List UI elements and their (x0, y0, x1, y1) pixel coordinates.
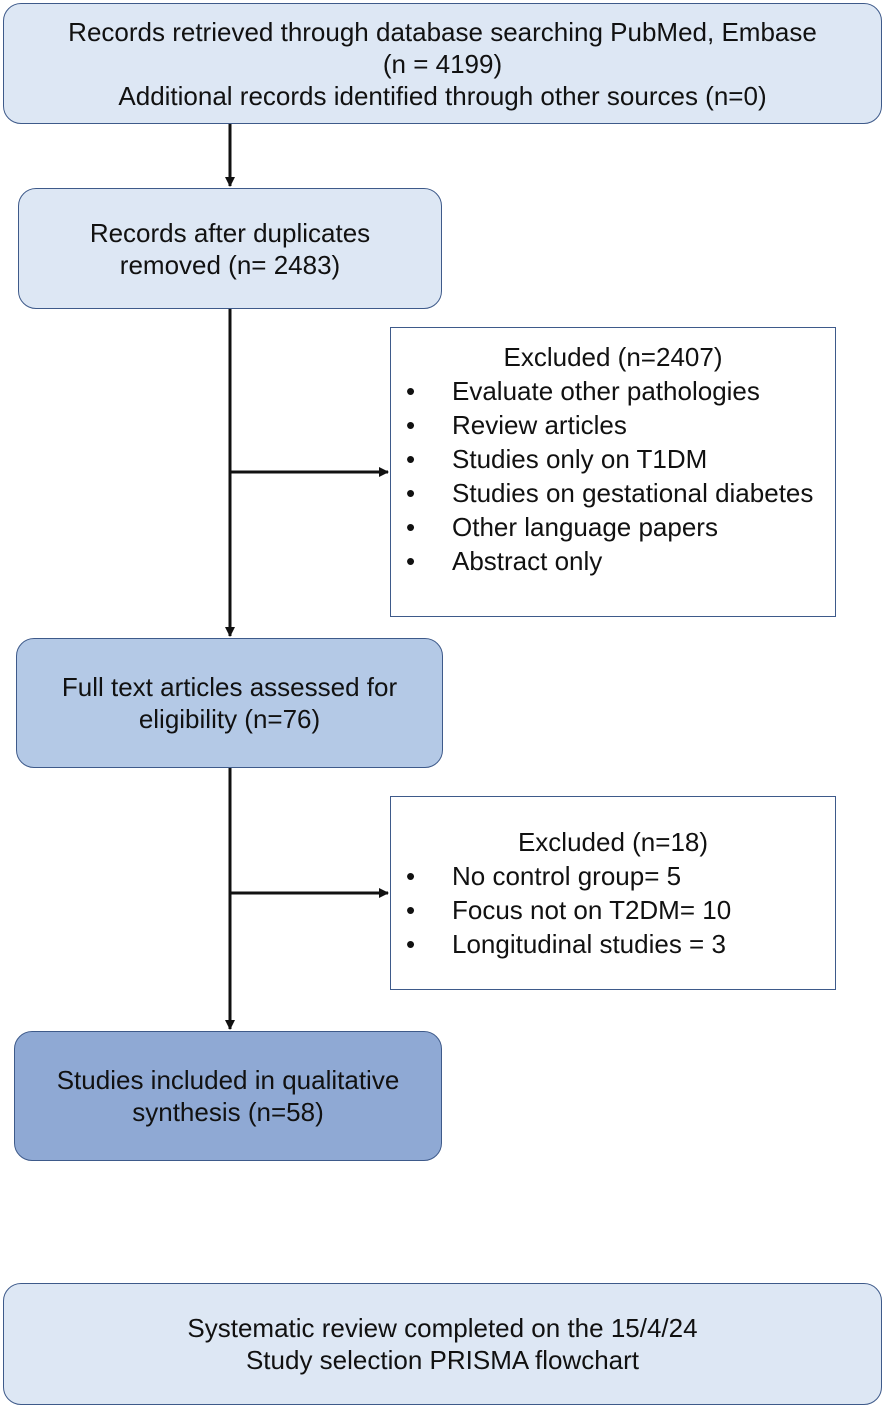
screening-excluded-title: Excluded (n=2407) (503, 342, 723, 372)
eligibility-box: Full text articles assessed for eligibil… (16, 638, 443, 768)
screening-excluded-box: Excluded (n=2407) • Evaluate other pathol… (390, 327, 836, 617)
list-item: • Longitudinal studies = 3 (391, 927, 835, 961)
bullet-icon: • (406, 895, 416, 925)
list-item: • Evaluate other pathologies (391, 374, 835, 408)
caption-box: Systematic review completed on the 15/4/… (3, 1283, 882, 1405)
bullet-icon: • (406, 861, 416, 891)
bullet-icon: • (406, 546, 416, 576)
caption-line-2: Study selection PRISMA flowchart (245, 1345, 640, 1375)
list-item: • No control group= 5 (391, 859, 835, 893)
identification-box: Records retrieved through database searc… (3, 3, 882, 124)
screening-excluded-list: • Evaluate other pathologies • Review arti… (391, 374, 835, 578)
list-item: • Focus not on T2DM= 10 (391, 893, 835, 927)
bullet-icon: • (406, 478, 416, 508)
included-line-2: synthesis (n=58) (132, 1097, 324, 1127)
identification-line-1: Records retrieved through database searc… (68, 16, 817, 47)
list-item-label: Evaluate other pathologies (452, 376, 760, 406)
identification-line-2: (n = 4199) (382, 48, 503, 79)
duplicates-removed-box: Records after duplicates removed (n= 248… (18, 188, 442, 309)
eligibility-excluded-title: Excluded (n=18) (517, 827, 709, 857)
eligibility-line-1: Full text articles assessed for (61, 672, 398, 702)
bullet-icon: • (406, 512, 416, 542)
list-item-label: Abstract only (452, 546, 603, 576)
duplicates-line-2: removed (n= 2483) (119, 249, 341, 280)
list-item-label: Other language papers (452, 512, 718, 542)
list-item-label: Longitudinal studies = 3 (452, 929, 726, 959)
eligibility-excluded-list: • No control group= 5 • Focus not on T2DM=… (391, 859, 835, 961)
list-item: • Other language papers (391, 510, 835, 544)
bullet-icon: • (406, 929, 416, 959)
list-item: • Studies on gestational diabetes (391, 476, 835, 510)
duplicates-line-1: Records after duplicates (89, 217, 371, 248)
bullet-icon: • (406, 444, 416, 474)
identification-line-3: Additional records identified through ot… (118, 80, 767, 111)
list-item: • Abstract only (391, 544, 835, 578)
list-item-label: Studies on gestational diabetes (452, 478, 814, 508)
included-line-1: Studies included in qualitative (56, 1065, 400, 1095)
list-item-label: Review articles (452, 410, 627, 440)
eligibility-line-2: eligibility (n=76) (138, 704, 321, 734)
list-item-label: Studies only on T1DM (452, 444, 708, 474)
list-item-label: Focus not on T2DM= 10 (452, 895, 732, 925)
bullet-icon: • (406, 376, 416, 406)
caption-line-1: Systematic review completed on the 15/4/… (187, 1313, 698, 1343)
included-box: Studies included in qualitative synthesi… (14, 1031, 442, 1161)
list-item: • Review articles (391, 408, 835, 442)
list-item-label: No control group= 5 (452, 861, 682, 891)
bullet-icon: • (406, 410, 416, 440)
list-item: • Studies only on T1DM (391, 442, 835, 476)
eligibility-excluded-box: Excluded (n=18) • No control group= 5 • Fo… (390, 796, 836, 990)
